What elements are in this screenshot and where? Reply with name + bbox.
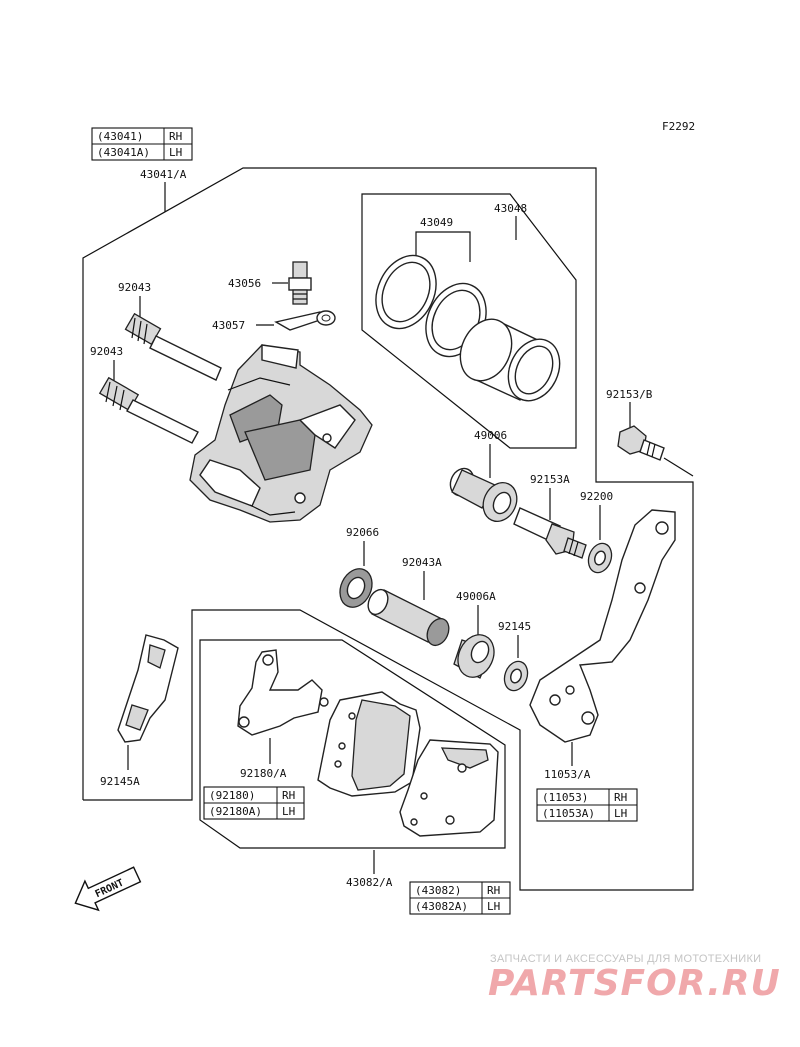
bracket-table-side: RH	[614, 791, 627, 804]
guide-pin-upper	[124, 312, 222, 381]
shim-table-cell: (92180A)	[209, 805, 262, 818]
label-caliper-assy: 43041/A	[140, 168, 187, 181]
pad-table-side: LH	[487, 900, 500, 913]
caliper-body	[189, 344, 373, 523]
ring	[339, 568, 373, 608]
label-boot-a: 49006	[474, 429, 507, 442]
label-pin-lower: 92043	[90, 345, 123, 358]
piston-kit-outline	[361, 193, 577, 449]
brake-pad-outer	[399, 739, 499, 837]
label-pin-upper: 92043	[118, 281, 151, 294]
label-pin-sleeve: 92043A	[402, 556, 442, 569]
label-seal: 43049	[420, 216, 453, 229]
washer	[587, 542, 613, 574]
caliper-group-outline	[82, 167, 660, 800]
shim-table-side: LH	[282, 805, 295, 818]
figure-code: F2292	[662, 120, 695, 133]
washer-small	[503, 660, 529, 692]
caliper-table-side: LH	[169, 146, 182, 159]
label-shim: 92180/A	[240, 767, 287, 780]
label-washer: 92200	[580, 490, 613, 503]
label-bolt-top: 92153/B	[606, 388, 653, 401]
bleeder-screw	[288, 261, 312, 305]
label-bleeder-cap: 43057	[212, 319, 245, 332]
pin-sleeve	[367, 588, 450, 647]
boot-b	[453, 634, 495, 679]
pad-group-outline	[199, 639, 506, 849]
caliper-table-cell: (43041)	[97, 130, 143, 143]
label-washer-small: 92145	[498, 620, 531, 633]
bracket-table-cell: (11053)	[542, 791, 588, 804]
shim-table: (92180) RH (92180A) LH	[203, 786, 305, 820]
shim-table-side: RH	[282, 789, 295, 802]
boot-a	[449, 467, 518, 522]
bracket-table: (11053) RH (11053A) LH	[536, 788, 638, 822]
front-arrow: FRONT	[74, 866, 142, 912]
label-bracket: 11053/A	[544, 768, 591, 781]
brake-pad-inner	[317, 691, 421, 797]
caliper-bracket	[529, 509, 676, 743]
shim-table-cell: (92180)	[209, 789, 255, 802]
bolt-top	[617, 425, 665, 461]
label-spring: 92145A	[100, 775, 140, 788]
pad-table-cell: (43082A)	[415, 900, 468, 913]
label-piston-kit: 43048	[494, 202, 527, 215]
label-ring: 92066	[346, 526, 379, 539]
pad-table: (43082) RH (43082A) LH	[409, 881, 511, 915]
guide-pin-lower	[98, 376, 199, 444]
label-pad-set: 43082/A	[346, 876, 393, 889]
pad-spring	[117, 634, 179, 743]
bracket-table-cell: (11053A)	[542, 807, 595, 820]
label-bleeder: 43056	[228, 277, 261, 290]
piston-seal	[375, 254, 437, 330]
label-boot-b: 49006A	[456, 590, 496, 603]
piston	[459, 318, 561, 402]
bracket-table-side: LH	[614, 807, 627, 820]
caliper-table-cell: (43041A)	[97, 146, 150, 159]
watermark-tagline: ЗАПЧАСТИ И АКСЕССУАРЫ ДЛЯ МОТОТЕХНИКИ	[490, 953, 761, 965]
caliper-table-side: RH	[169, 130, 182, 143]
bleeder-cap	[274, 310, 336, 331]
pad-table-cell: (43082)	[415, 884, 461, 897]
bolt-mid	[513, 507, 587, 559]
caliper-table: (43041) RH (43041A) LH	[91, 127, 193, 161]
watermark-brand: PARTSFOR.RU	[488, 963, 781, 1004]
pad-shim	[237, 649, 329, 736]
pad-table-side: RH	[487, 884, 500, 897]
label-bolt-mid: 92153A	[530, 473, 570, 486]
